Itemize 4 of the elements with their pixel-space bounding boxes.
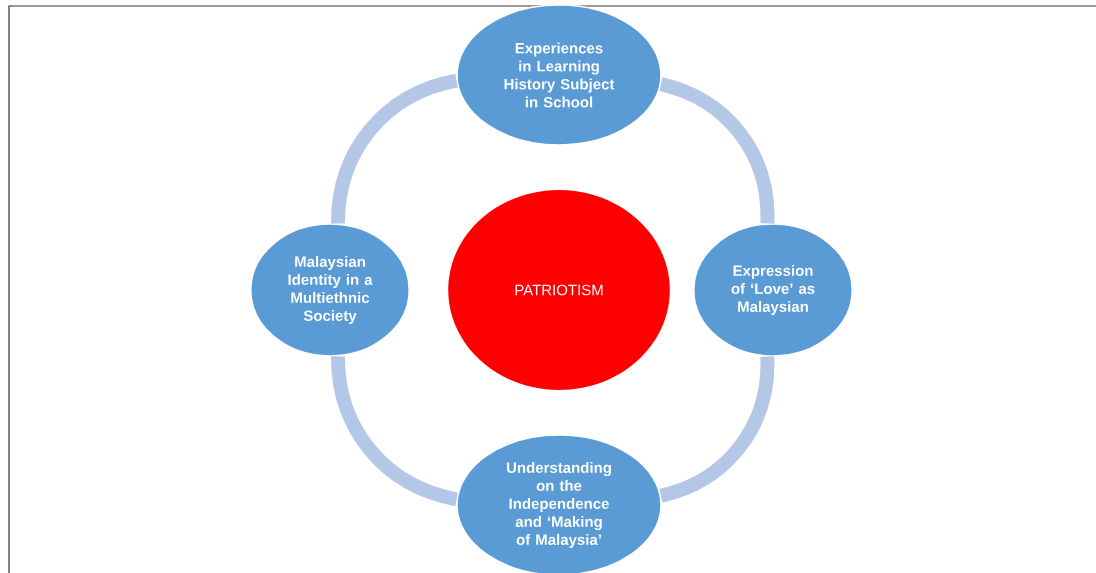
ring-arc xyxy=(330,73,459,224)
ring-arc xyxy=(658,77,775,224)
ring-arc xyxy=(330,356,459,507)
ring-arc xyxy=(659,356,775,503)
